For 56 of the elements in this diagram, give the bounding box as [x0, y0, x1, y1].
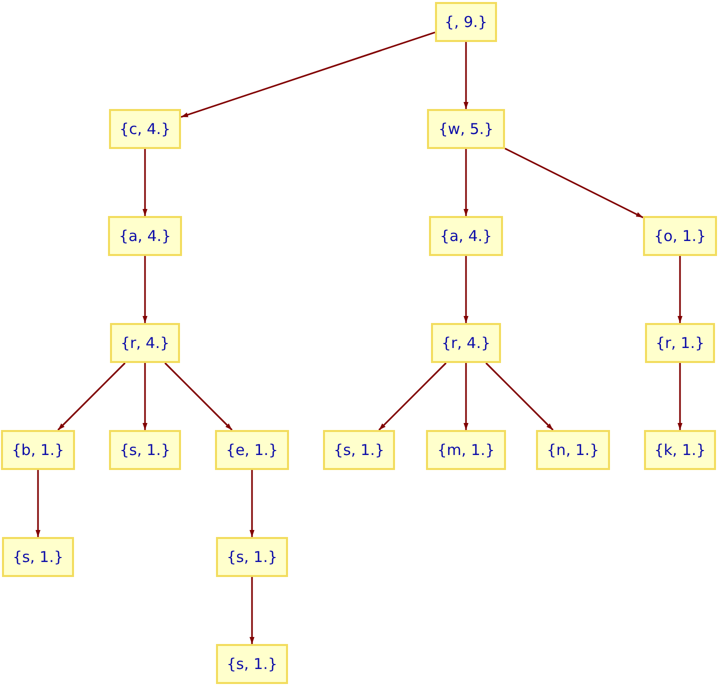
arrow: [464, 149, 468, 216]
arrow: [504, 148, 644, 218]
tree-node-box: [110, 323, 180, 363]
tree-node-box: [429, 216, 503, 256]
arrow: [678, 363, 682, 430]
tree-node-box: [216, 644, 288, 684]
tree-node-box: [427, 109, 505, 149]
node-label: {r, 4.}: [120, 332, 170, 354]
node-label: {a, 4.}: [118, 226, 172, 247]
tree-node-box: [2, 537, 74, 577]
tree-node-box: [645, 323, 715, 363]
node-label: {w, 5.}: [438, 118, 494, 140]
arrow: [464, 256, 468, 323]
arrow: [378, 362, 447, 431]
tree-node-box: [109, 430, 181, 470]
node-label: {r, 1.}: [655, 332, 705, 354]
tree-node-box: [643, 216, 717, 256]
tree-node-box: [323, 430, 395, 470]
node-label: {c, 4.}: [119, 118, 171, 140]
arrow: [57, 362, 126, 431]
tree-node-box: [426, 430, 506, 470]
node-label: {b, 1.}: [12, 440, 64, 461]
tree-node-box: [435, 2, 497, 42]
arrow: [142, 149, 148, 216]
tree-node-box: [644, 430, 716, 470]
arrow: [180, 32, 436, 118]
node-label: {m, 1.}: [437, 440, 495, 461]
arrow: [250, 577, 254, 644]
tree-node-box: [215, 430, 289, 470]
arrow: [36, 470, 40, 537]
node-label: {n, 1.}: [546, 440, 600, 461]
node-label: {s, 1.}: [226, 546, 278, 568]
tree-node-box: [1, 430, 75, 470]
node-label: {s, 1.}: [120, 440, 170, 461]
node-label: {s, 1.}: [226, 654, 278, 675]
node-label: {k, 1.}: [654, 440, 706, 461]
node-label: {, 9.}: [444, 12, 488, 33]
node-label: {s, 1.}: [334, 440, 384, 461]
arrow: [464, 363, 468, 430]
tree-node-box: [536, 430, 610, 470]
tree-node-box: [108, 216, 182, 256]
arrow: [250, 470, 254, 537]
arrow: [464, 42, 468, 109]
node-label: {s, 1.}: [12, 546, 64, 568]
node-label: {o, 1.}: [654, 226, 706, 247]
arrow: [485, 362, 554, 431]
node-label: {e, 1.}: [226, 440, 278, 461]
tree-node-box: [216, 537, 288, 577]
tree-node-box: [431, 323, 501, 363]
tree-node-box: [109, 109, 181, 149]
arrow: [164, 362, 233, 431]
arrow: [142, 363, 148, 430]
node-label: {a, 4.}: [440, 226, 492, 247]
arrow: [142, 256, 148, 323]
arrow: [678, 256, 682, 323]
node-label: {r, 4.}: [441, 332, 491, 354]
